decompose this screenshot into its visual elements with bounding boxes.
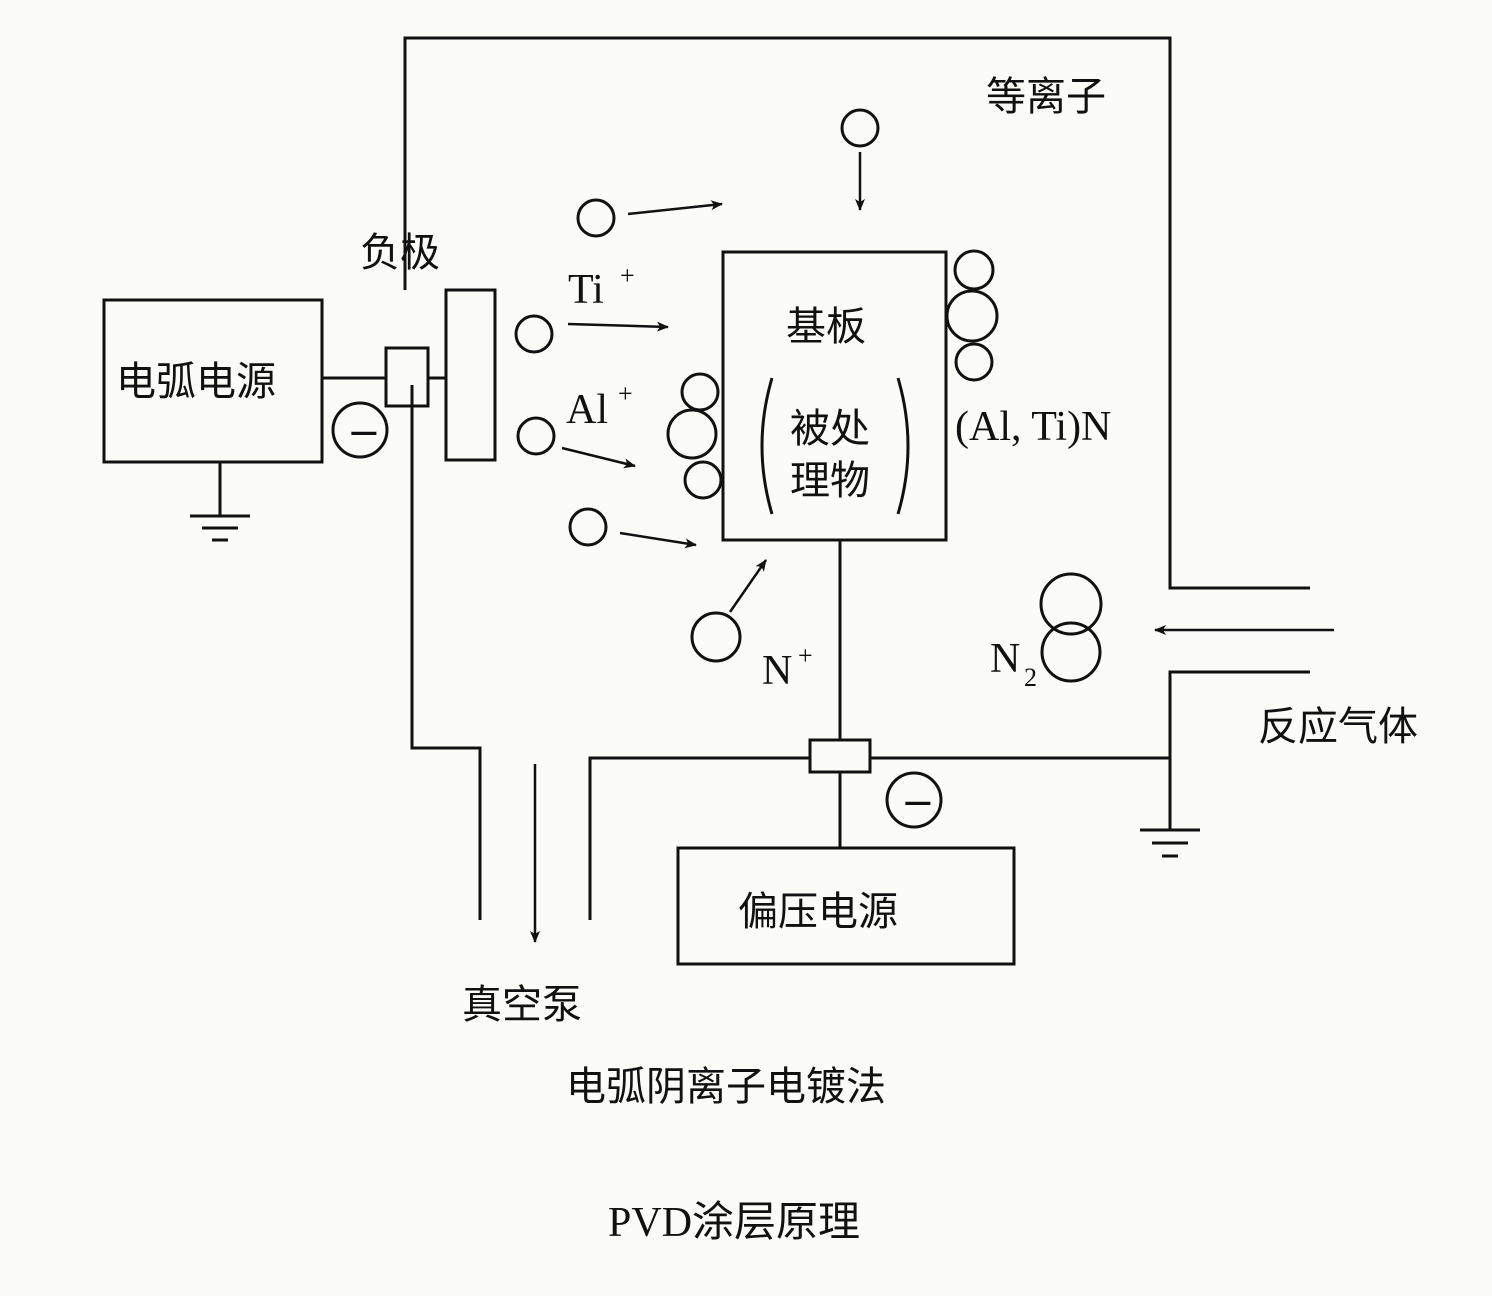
chamber-wall — [403, 36, 1310, 590]
cathode-feedthrough — [384, 346, 430, 408]
treated-object-line2: 理物 — [790, 458, 870, 504]
n-ion-charge: + — [798, 641, 813, 670]
al-ion-charge: + — [618, 379, 633, 408]
ti-arrow — [567, 321, 669, 332]
coating-particle — [953, 249, 995, 291]
treated-object-line1: 被处 — [790, 406, 870, 452]
arc-power-label: 电弧电源 — [116, 359, 276, 405]
reaction-gas-label: 反应气体 — [1258, 704, 1418, 750]
n2-label: N — [990, 636, 1020, 682]
coating-particle — [945, 289, 999, 343]
bias-power-box — [676, 846, 1016, 966]
arc-power-box — [102, 298, 324, 464]
ion-particle — [568, 507, 608, 547]
ion-arrow — [619, 531, 697, 549]
n-arrow — [728, 559, 768, 613]
n2-subscript: 2 — [1024, 663, 1037, 692]
ion-arrow — [627, 200, 723, 216]
plasma-label: 等离子 — [986, 74, 1106, 120]
coating-particle — [683, 460, 723, 500]
negative-circle-arc — [331, 401, 389, 459]
negative-sign-bias: − — [901, 780, 935, 826]
bias-power-label: 偏压电源 — [738, 889, 898, 935]
n2-atom — [1040, 621, 1102, 683]
coating-particle — [680, 372, 720, 412]
ti-ion-label: Ti — [568, 267, 604, 313]
al-arrow — [561, 446, 636, 469]
chamber-wall-right-bottom — [588, 756, 810, 920]
n-ion-label: N — [762, 648, 792, 694]
ti-ion-particle — [514, 314, 554, 354]
cathode-label: 负极 — [360, 230, 440, 276]
diagram-title: PVD涂层原理 — [608, 1199, 860, 1246]
ti-ion-charge: + — [620, 261, 635, 290]
cathode-target — [444, 288, 497, 462]
plasma-particle — [840, 108, 880, 148]
n2-atom — [1039, 572, 1103, 636]
al-ion-particle — [516, 416, 556, 456]
chamber-wall-lower-right — [1168, 670, 1310, 758]
vacuum-pump-label: 真空泵 — [462, 982, 582, 1028]
bias-feedthrough — [808, 738, 872, 774]
right-paren — [896, 377, 910, 515]
chamber-wall-left-bottom — [410, 385, 482, 920]
substrate-box — [721, 250, 948, 542]
coating-particle — [954, 342, 994, 382]
coating-particle — [666, 408, 718, 460]
substrate-label: 基板 — [786, 304, 866, 350]
negative-sign-arc: − — [347, 410, 381, 456]
n-ion-particle — [690, 611, 742, 663]
method-caption: 电弧阴离子电镀法 — [566, 1064, 886, 1110]
left-paren — [760, 377, 774, 515]
al-ion-label: Al — [566, 387, 608, 433]
negative-circle-bias — [885, 771, 943, 829]
ion-particle — [576, 198, 616, 238]
coating-label: (Al, Ti)N — [955, 404, 1111, 450]
